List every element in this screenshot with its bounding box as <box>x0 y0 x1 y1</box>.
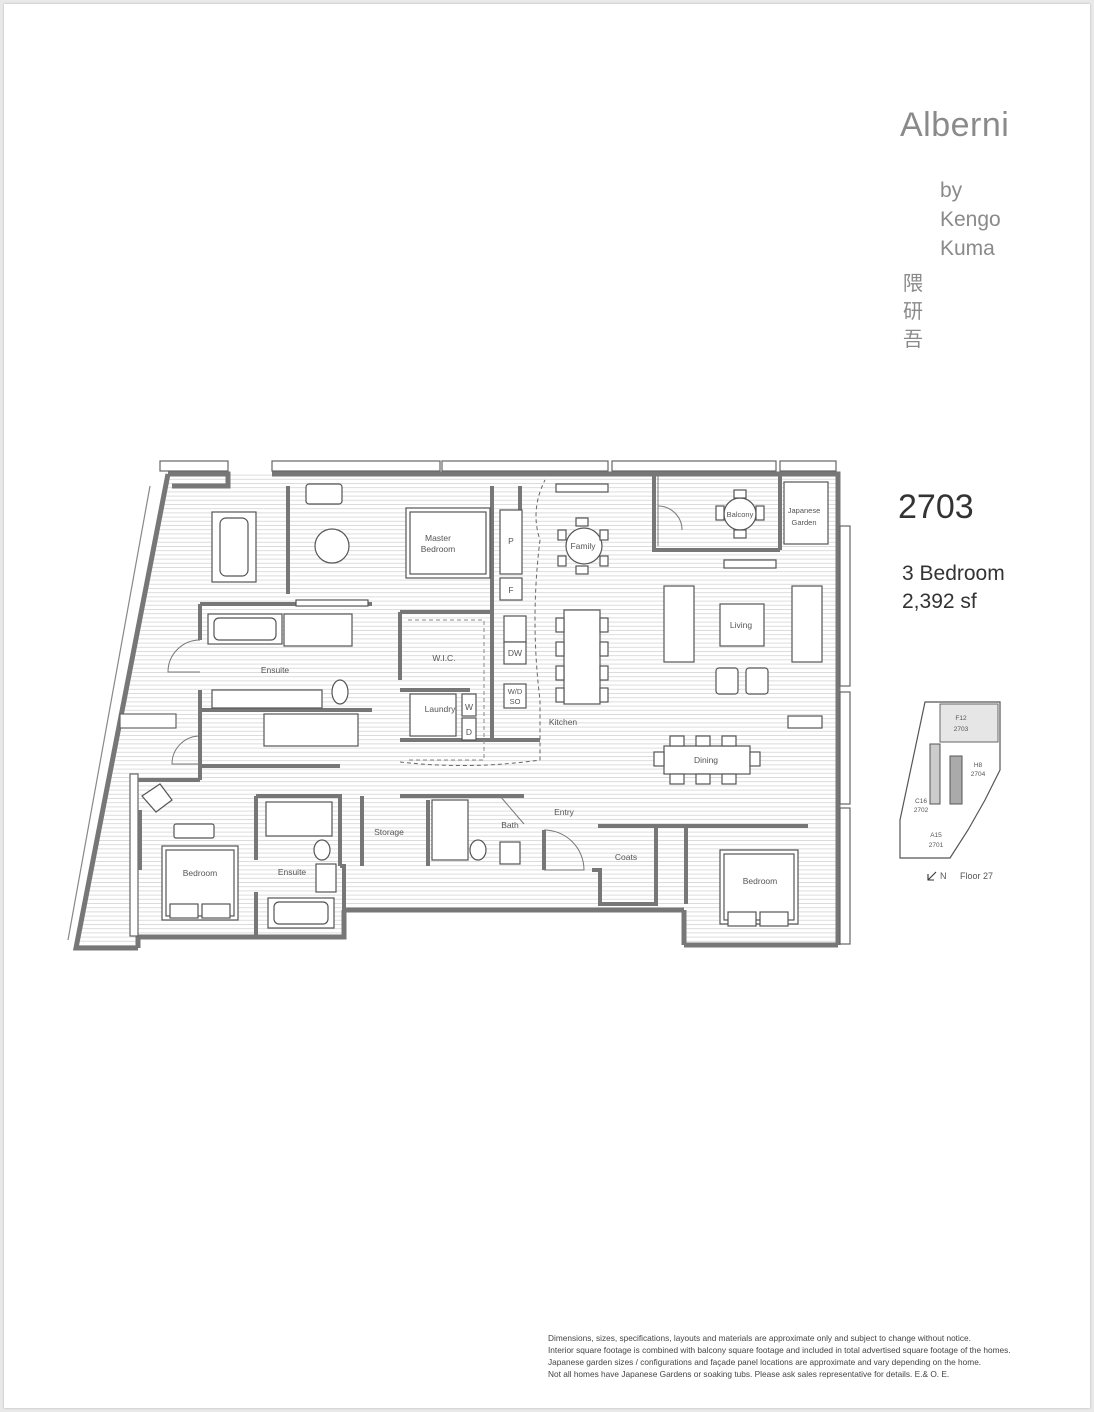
keyplan-unit-a15: A15 <box>930 832 942 839</box>
keyplan-unit-f12: F12 <box>955 715 967 722</box>
brand-by-line: Kengo <box>940 208 1001 231</box>
label-dryer: D <box>466 727 472 737</box>
disclaimer-line: Interior square footage is combined with… <box>548 1345 1011 1355</box>
window-mullions <box>119 460 851 945</box>
label-bedroom: Bedroom <box>743 876 778 886</box>
brand-by-line: by <box>940 179 963 202</box>
label-master-bedroom: Master <box>425 533 451 543</box>
brand-title: Alberni <box>900 106 1010 144</box>
north-label: N <box>940 871 947 881</box>
disclaimer-line: Japanese garden sizes / configurations a… <box>548 1357 982 1367</box>
label-ensuite: Ensuite <box>261 665 290 675</box>
unit-number: 2703 <box>898 488 974 526</box>
label-japanese-garden: Japanese <box>788 506 821 515</box>
label-bedroom: Bedroom <box>183 868 218 878</box>
unit-area: 2,392 sf <box>902 590 977 613</box>
interior-walls <box>138 474 808 937</box>
unit-summary: 3 Bedroom 2,392 sf <box>902 560 1005 616</box>
label-balcony: Balcony <box>727 510 754 519</box>
keyplan-unit-h8: H8 <box>974 762 983 769</box>
kanji-char: 吾 <box>903 329 923 351</box>
exterior-walls <box>72 471 841 951</box>
label-wic: W.I.C. <box>432 653 455 663</box>
feature-wall-dashed <box>399 479 546 767</box>
label-living: Living <box>730 620 752 630</box>
label-kitchen: Kitchen <box>549 717 578 727</box>
brand-architect: by Kengo Kuma <box>940 176 1001 263</box>
kanji-char: 隈 <box>903 273 923 295</box>
keyplan-unit-a15: 2701 <box>929 842 944 849</box>
label-storage: Storage <box>374 827 404 837</box>
label-ensuite: Ensuite <box>278 867 307 877</box>
label-washer: W <box>465 702 473 712</box>
disclaimer: Dimensions, sizes, specifications, layou… <box>548 1332 1048 1380</box>
keyplan-unit-h8: 2704 <box>971 771 986 778</box>
brand-by-line: Kuma <box>940 237 995 260</box>
unit-bedrooms: 3 Bedroom <box>902 562 1005 585</box>
label-entry: Entry <box>554 807 575 817</box>
key-plan: F12 2703 H8 2704 C16 2702 A15 2701 N Flo… <box>899 701 1001 881</box>
curtain-wall <box>67 485 151 941</box>
door-swings <box>167 476 683 871</box>
wic-dashed <box>408 619 485 761</box>
label-dishwasher: DW <box>508 648 522 658</box>
label-pantry: P <box>508 536 514 546</box>
label-family: Family <box>570 541 596 551</box>
room-labels: Master Bedroom Family Balcony Japanese G… <box>183 506 821 886</box>
disclaimer-line: Not all homes have Japanese Gardens or s… <box>548 1369 950 1379</box>
label-master-bedroom: Bedroom <box>421 544 456 554</box>
keyplan-unit-c16: C16 <box>915 798 927 805</box>
floor-label: Floor 27 <box>960 871 993 881</box>
label-washer-dryer: SO <box>510 697 521 706</box>
brand-kanji: 隈 研 吾 <box>903 270 923 354</box>
label-fridge: F <box>508 585 513 595</box>
kanji-char: 研 <box>903 301 923 323</box>
keyplan-unit-c16: 2702 <box>914 807 929 814</box>
keyplan-unit-f12: 2703 <box>954 726 969 733</box>
label-laundry: Laundry <box>425 704 456 714</box>
label-japanese-garden: Garden <box>791 518 816 527</box>
label-washer-dryer: W/D <box>508 687 523 696</box>
disclaimer-line: Dimensions, sizes, specifications, layou… <box>548 1333 971 1343</box>
label-bath: Bath <box>501 820 519 830</box>
label-coats: Coats <box>615 852 637 862</box>
label-dining: Dining <box>694 755 718 765</box>
furniture <box>141 481 829 929</box>
north-arrow-icon <box>927 871 937 881</box>
